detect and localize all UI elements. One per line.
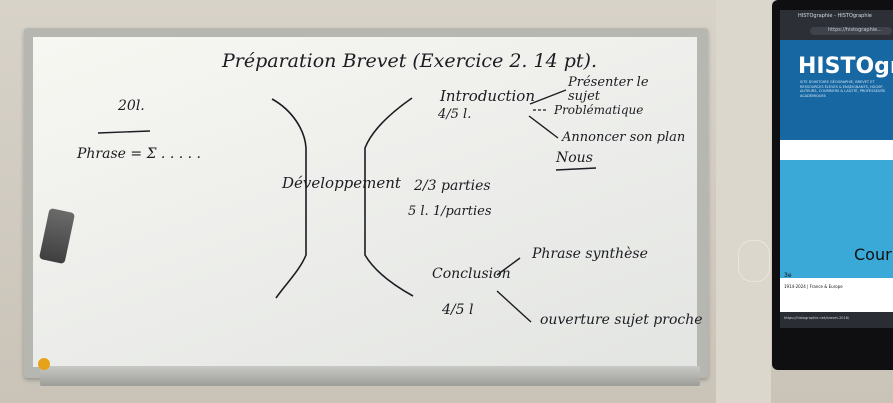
site-subtitle: Site d'histoire géographie, brevet et re… — [800, 80, 886, 98]
status-url: https://histographie.net/brevet-2016/ — [784, 316, 850, 320]
hero-banner — [780, 160, 893, 278]
site-title[interactable]: HISTOgr — [798, 54, 893, 79]
note-line-count: 20l. — [118, 98, 145, 114]
conclusion-label: Conclusion — [432, 266, 511, 282]
browser-window: HISTOgraphie - HISTOgraphie https://hist… — [780, 10, 893, 328]
intro-item-plan: Annoncer son plan — [562, 130, 686, 145]
browser-tab[interactable]: HISTOgraphie - HISTOgraphie — [798, 13, 872, 19]
note-phrase: Phrase = Σ . . . . . — [77, 146, 201, 162]
address-bar[interactable]: https://histographie... — [810, 27, 892, 35]
intro-item-nous: Nous — [556, 150, 593, 166]
hero-text: Cour — [854, 245, 892, 264]
status-bar: https://histographie.net/brevet-2016/ — [780, 312, 893, 328]
dev-lines: 5 l. 1/parties — [408, 204, 492, 219]
introduction-label: Introduction — [440, 87, 535, 105]
wall-column — [716, 0, 771, 403]
developpement-label: Développement — [282, 174, 401, 192]
dev-parts: 2/3 parties — [414, 178, 491, 194]
magnet — [38, 358, 50, 370]
intro-item-problem: Problématique — [554, 103, 644, 117]
marker-tray — [40, 366, 700, 386]
intro-lines: 4/5 l. — [438, 107, 472, 122]
concl-item-opening: ouverture sujet proche — [540, 312, 703, 328]
cable — [738, 240, 770, 282]
site-header — [780, 40, 893, 140]
url-text: https://histographie... — [828, 27, 882, 33]
browser-toolbar: HISTOgraphie - HISTOgraphie https://hist… — [780, 10, 893, 40]
concl-lines: 4/5 l — [442, 302, 474, 318]
board-title: Préparation Brevet (Exercice 2. 14 pt). — [222, 50, 597, 72]
intro-item-present: Présenter le sujet — [568, 75, 649, 104]
concl-item-synthesis: Phrase synthèse — [532, 246, 648, 262]
level-label: 3e — [784, 272, 792, 279]
range-label: 1914-2024 | France & Europe — [784, 284, 843, 289]
